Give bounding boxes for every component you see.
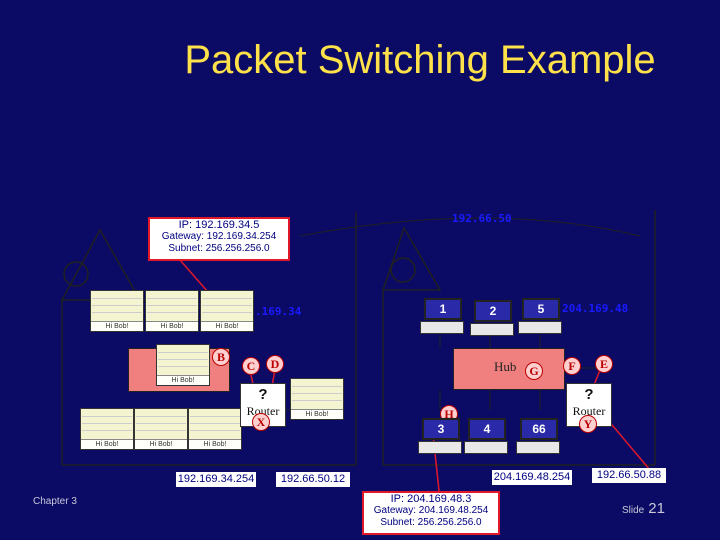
top-link-curve xyxy=(299,217,641,237)
top-subnet: Subnet: 256.256.256.0 xyxy=(168,243,270,254)
node-label-c: C xyxy=(242,357,260,375)
bottom-ip: IP: 204.169.48.3 xyxy=(390,493,472,505)
right-building xyxy=(381,210,656,466)
hub-label: Hub xyxy=(494,359,517,374)
top-gateway: Gateway: 192.169.34.254 xyxy=(161,231,277,242)
bottom-ip-info-box: IP: 204.169.48.3 Gateway: 204.169.48.254… xyxy=(362,491,500,535)
address-right-router-b: 192.66.50.88 xyxy=(592,468,666,483)
left-building xyxy=(60,212,357,466)
computer-66: 66 xyxy=(516,418,560,454)
right-router: ? Router xyxy=(566,383,612,427)
packet: Hi Bob! xyxy=(134,408,188,450)
computer-1: 1 xyxy=(420,298,464,334)
node-label-b: B xyxy=(212,348,230,366)
packet: Hi Bob! xyxy=(145,290,199,332)
network-label-left: .169.34 xyxy=(255,305,302,318)
computer-2: 2 xyxy=(470,300,514,336)
node-label-x: X xyxy=(252,413,270,431)
chapter-label: Chapter 3 xyxy=(33,496,77,507)
node-label-f: F xyxy=(563,357,581,375)
packet: Hi Bob! xyxy=(156,344,210,386)
node-label-d: D xyxy=(266,355,284,373)
node-label-y: Y xyxy=(579,415,597,433)
node-label-g: G xyxy=(525,362,543,380)
node-label-e: E xyxy=(595,355,613,373)
bottom-subnet: Subnet: 256.256.256.0 xyxy=(380,517,482,528)
address-left-router-a: 192.169.34.254 xyxy=(176,472,256,487)
packet: Hi Bob! xyxy=(188,408,242,450)
hub xyxy=(453,348,565,390)
packet: Hi Bob! xyxy=(80,408,134,450)
computer-4: 4 xyxy=(464,418,508,454)
top-ip-info-box: IP: 192.169.34.5 Gateway: 192.169.34.254… xyxy=(148,217,290,261)
packet: Hi Bob! xyxy=(200,290,254,332)
packet: Hi Bob! xyxy=(90,290,144,332)
network-label-top-link: 192.66.50 xyxy=(452,212,512,225)
packet: Hi Bob! xyxy=(290,378,344,420)
top-ip: IP: 192.169.34.5 xyxy=(178,219,260,231)
address-right-router-a: 204.169.48.254 xyxy=(492,470,572,485)
computer-3: 3 xyxy=(418,418,462,454)
page-title: Packet Switching Example xyxy=(184,38,656,82)
address-left-router-b: 192.66.50.12 xyxy=(276,472,350,487)
bottom-gateway: Gateway: 204.169.48.254 xyxy=(373,505,489,516)
network-label-right: 204.169.48 xyxy=(562,302,629,315)
computer-5: 5 xyxy=(518,298,562,334)
